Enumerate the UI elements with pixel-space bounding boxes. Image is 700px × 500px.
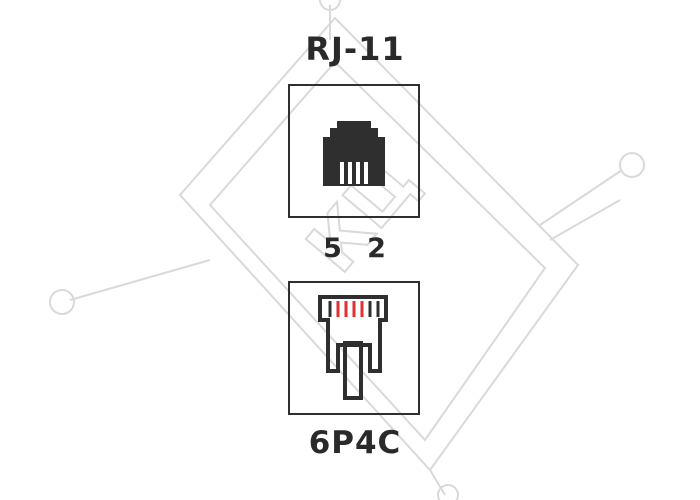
socket-frame (288, 84, 420, 218)
plug-frame (288, 281, 420, 415)
connector-title: RJ-11 (305, 30, 405, 68)
rj11-socket-icon (323, 121, 385, 186)
plug-type-label: 6P4C (308, 425, 402, 461)
pin-count-left: 5 (323, 233, 343, 264)
rj11-plug-icon (318, 295, 388, 400)
pin-count-right: 2 (367, 233, 387, 264)
